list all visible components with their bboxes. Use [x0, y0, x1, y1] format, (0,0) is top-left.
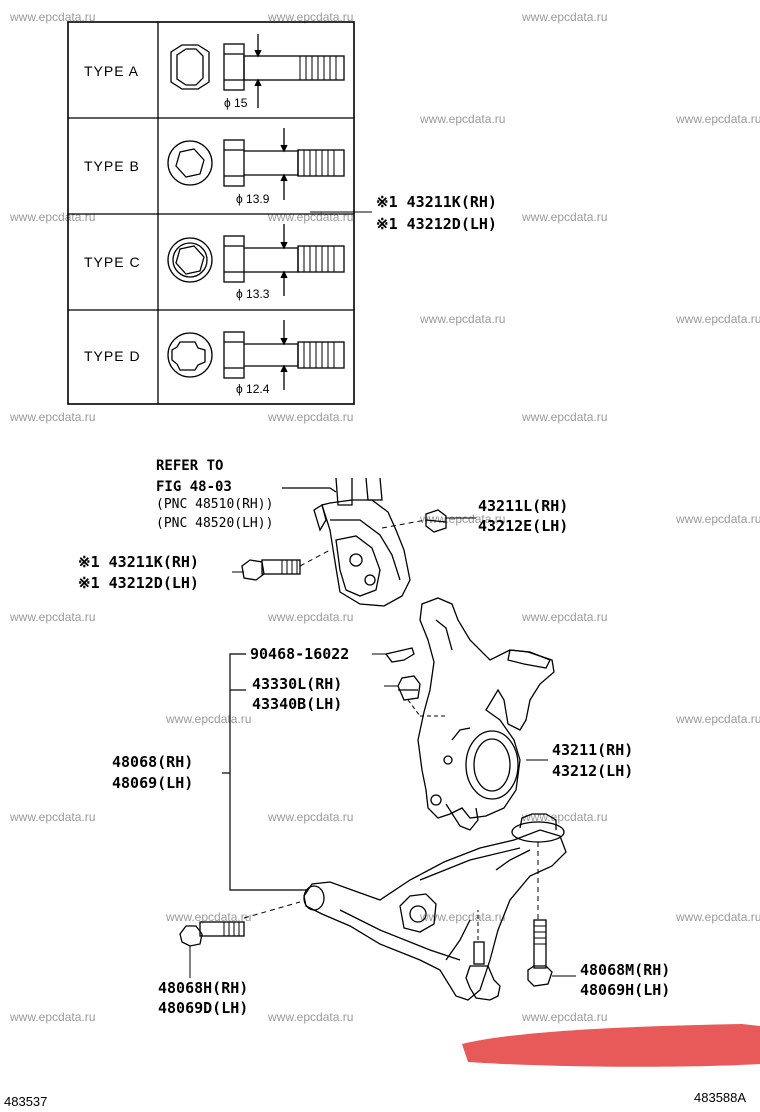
watermark: www.epcdata.ru	[10, 410, 96, 424]
watermark: www.epcdata.ru	[676, 112, 760, 126]
label-arm-lh: 48069(LH)	[112, 774, 194, 792]
bolt-type-d-label: TYPE D	[84, 348, 141, 364]
watermark: www.epcdata.ru	[676, 712, 760, 726]
watermark: www.epcdata.ru	[676, 910, 760, 924]
label-refer-pnc-rh: (PNC 48510(RH))	[156, 497, 274, 512]
figure-code-left: 483537	[4, 1094, 48, 1109]
bolt-type-c	[167, 224, 345, 296]
strut-assembly	[313, 477, 411, 607]
label-arm-rh: 48068(RH)	[112, 753, 194, 771]
label-nut-rh: 43211L(RH)	[478, 497, 569, 515]
cotter-pin	[372, 647, 415, 663]
strut-nut	[425, 509, 447, 533]
label-castle-nut-rh: 43330L(RH)	[252, 675, 343, 693]
highlight-mark	[462, 1024, 760, 1067]
watermark: www.epcdata.ru	[522, 410, 608, 424]
watermark: www.epcdata.ru	[522, 10, 608, 24]
bolt-type-a	[170, 34, 345, 108]
watermark: www.epcdata.ru	[10, 1010, 96, 1024]
steering-knuckle	[417, 597, 555, 831]
bolt-type-b-label: TYPE B	[84, 158, 140, 174]
watermark: www.epcdata.ru	[166, 910, 252, 924]
bolt-type-d-diameter: ϕ 12.4	[236, 382, 270, 396]
bolt-type-a-diameter: ϕ 15	[224, 96, 248, 110]
watermark: www.epcdata.ru	[420, 112, 506, 126]
label-arm-bolt-lh: 48069D(LH)	[158, 999, 249, 1017]
watermark: www.epcdata.ru	[420, 512, 506, 526]
label-refer-fig: FIG 48-03	[156, 479, 232, 495]
bolt-type-d	[167, 320, 345, 390]
bolt-type-c-label: TYPE C	[84, 254, 141, 270]
watermark: www.epcdata.ru	[268, 810, 354, 824]
watermark: www.epcdata.ru	[522, 1010, 608, 1024]
castle-nut	[397, 675, 421, 701]
ball-joint-bottom	[465, 941, 501, 1001]
lower-control-arm	[303, 829, 567, 1001]
watermark: www.epcdata.ru	[10, 610, 96, 624]
figure-code-right: 483588A	[694, 1090, 747, 1105]
label-bolt-lh: ※1 43212D(LH)	[78, 574, 199, 592]
arm-rear-bolt	[527, 919, 553, 987]
watermark: www.epcdata.ru	[10, 10, 96, 24]
watermark: www.epcdata.ru	[420, 910, 506, 924]
watermark: www.epcdata.ru	[10, 810, 96, 824]
label-table-bolt-lh: ※1 43212D(LH)	[376, 215, 497, 233]
watermark: www.epcdata.ru	[676, 512, 760, 526]
watermark: www.epcdata.ru	[522, 210, 608, 224]
label-arm-bolt-rh: 48068H(RH)	[158, 979, 249, 997]
label-cotter-pin: 90468-16022	[250, 645, 350, 663]
watermark: www.epcdata.ru	[420, 312, 506, 326]
bolt-type-table	[67, 21, 355, 405]
bolt-type-b-diameter: ϕ 13.9	[236, 192, 270, 206]
label-rear-bolt-rh: 48068M(RH)	[580, 961, 671, 979]
watermark: www.epcdata.ru	[268, 410, 354, 424]
bolt-type-b	[167, 128, 345, 200]
watermark: www.epcdata.ru	[268, 610, 354, 624]
watermark: www.epcdata.ru	[676, 312, 760, 326]
label-nut-lh: 43212E(LH)	[478, 517, 569, 535]
strut-bolt	[241, 559, 301, 581]
bolt-type-a-label: TYPE A	[84, 63, 140, 79]
label-refer-pnc-lh: (PNC 48520(LH))	[156, 516, 274, 531]
label-rear-bolt-lh: 48069H(LH)	[580, 981, 671, 999]
label-knuckle-rh: 43211(RH)	[552, 741, 634, 759]
watermark: www.epcdata.ru	[268, 1010, 354, 1024]
watermark: www.epcdata.ru	[268, 10, 354, 24]
watermark: www.epcdata.ru	[522, 610, 608, 624]
label-castle-nut-lh: 43340B(LH)	[252, 695, 343, 713]
bolt-type-c-diameter: ϕ 13.3	[236, 287, 270, 301]
label-refer: REFER TO	[156, 458, 224, 474]
label-bolt-rh: ※1 43211K(RH)	[78, 553, 199, 571]
label-knuckle-lh: 43212(LH)	[552, 762, 634, 780]
label-table-bolt-rh: ※1 43211K(RH)	[376, 193, 497, 211]
arm-front-bolt	[179, 921, 245, 947]
